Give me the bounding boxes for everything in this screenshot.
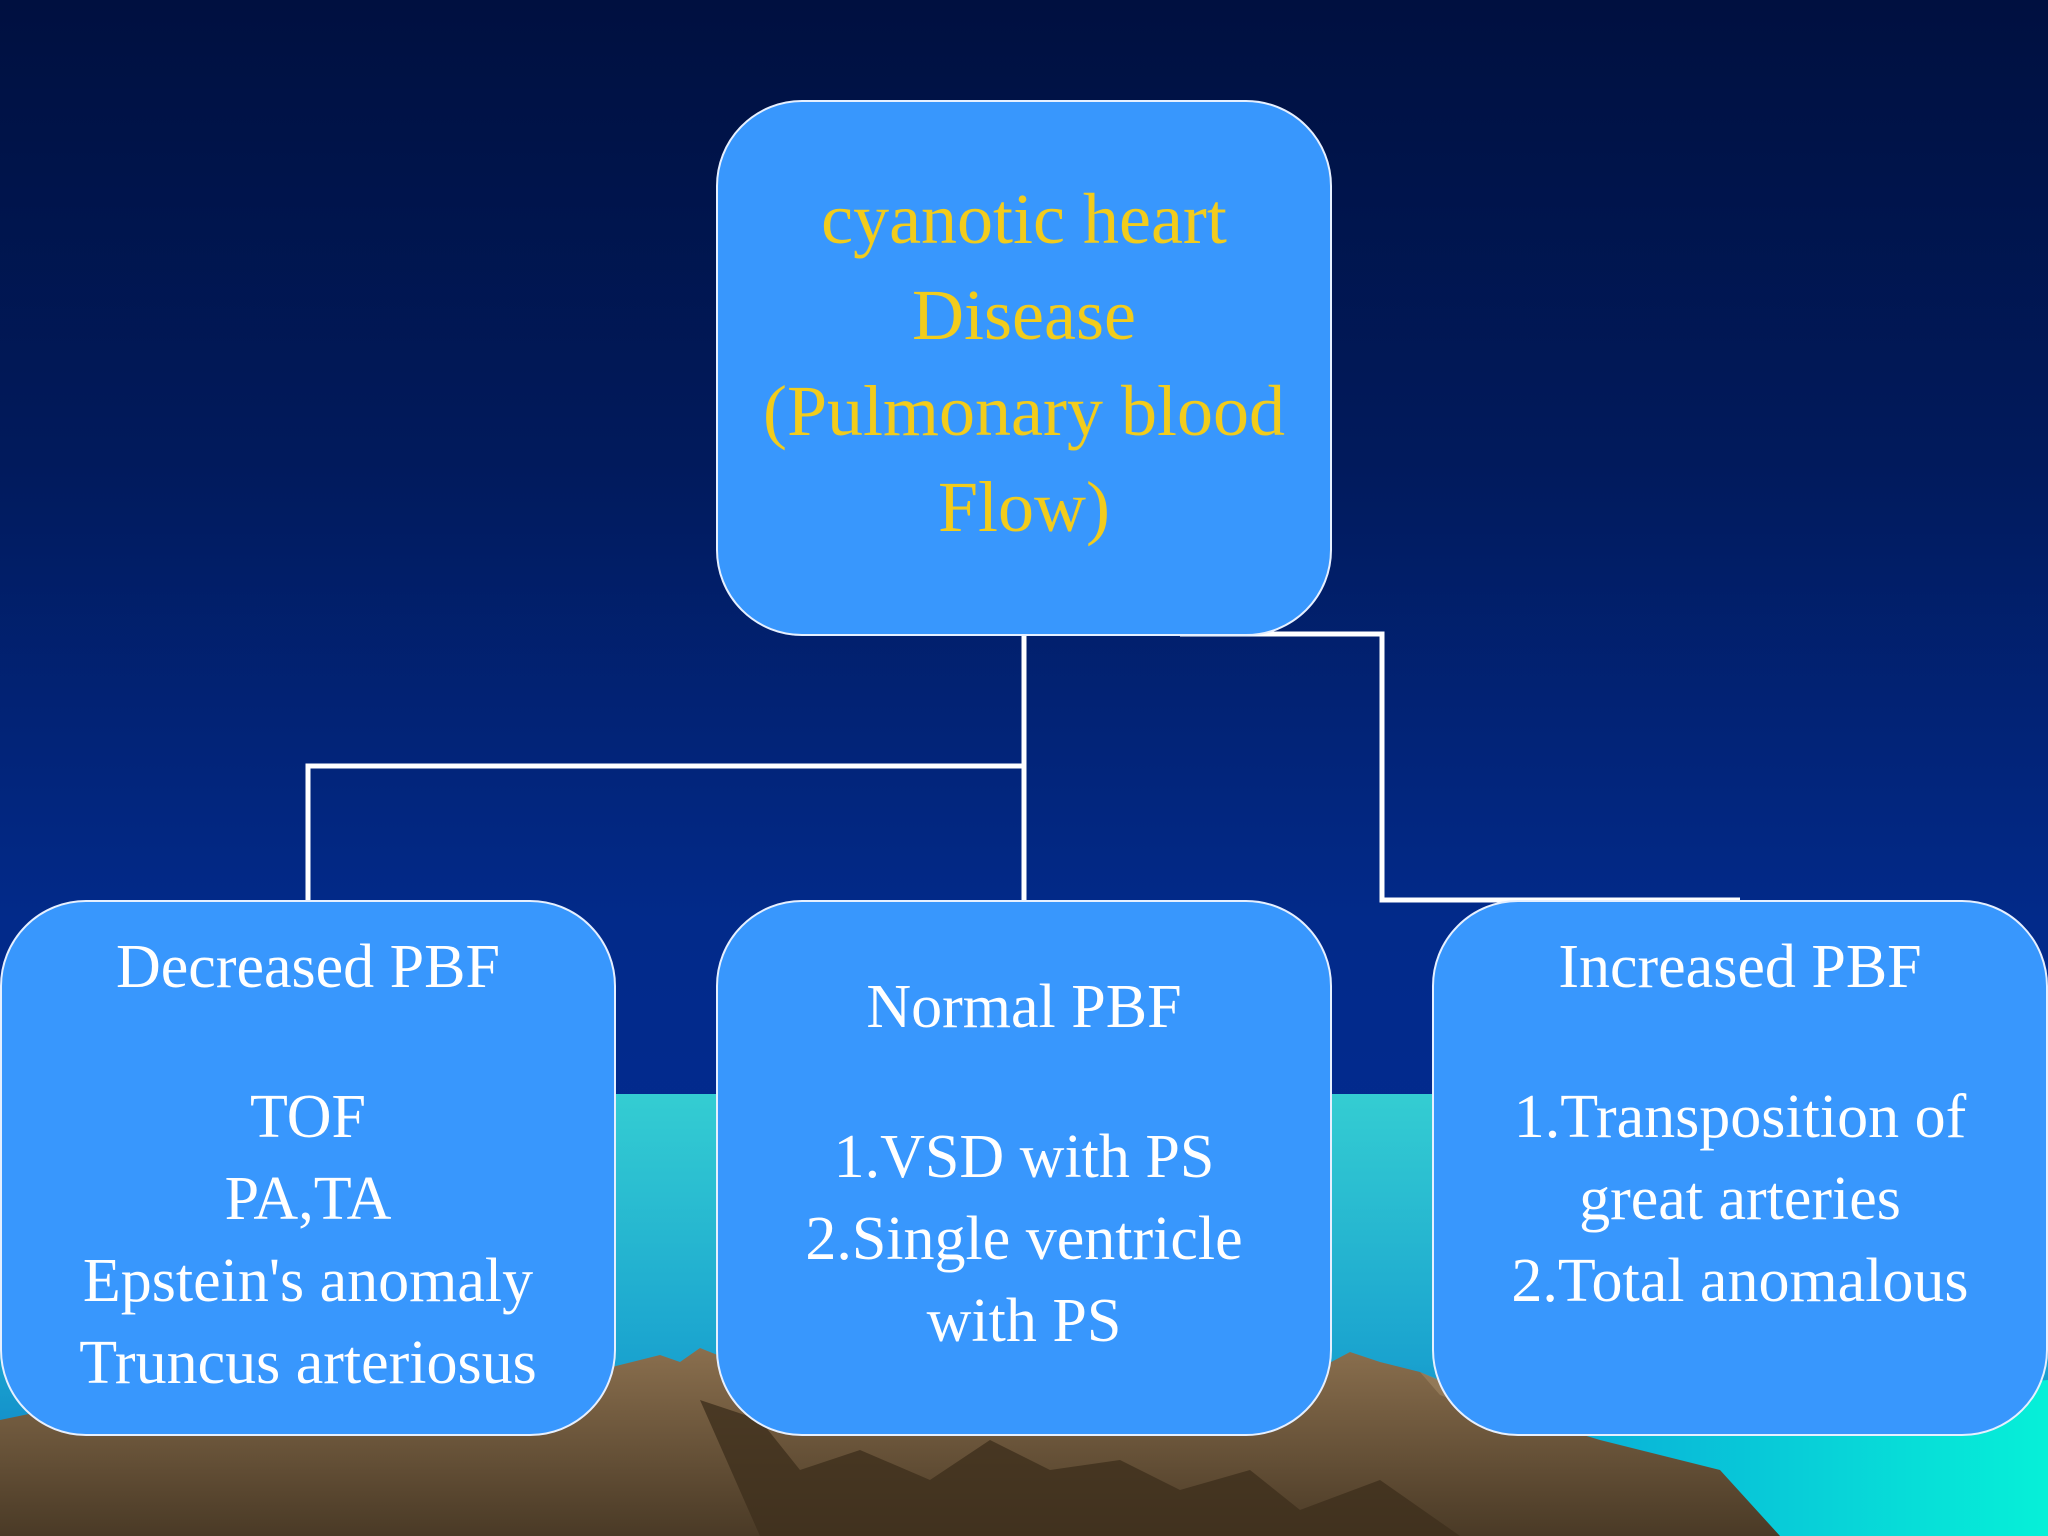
normal-item-1: 1.VSD with PS [833,1123,1215,1191]
decreased-item-1: TOF [249,1083,366,1151]
root-line-1: cyanotic heart [821,179,1227,259]
increased-item-3: 2.Total anomalous [1511,1247,1969,1315]
root-line-3: (Pulmonary blood [763,371,1285,451]
decreased-item-2: PA,TA [224,1165,392,1233]
connector-to-increased [1180,631,1740,903]
increased-item-2: great arteries [1579,1165,1901,1233]
decreased-item-3: Epstein's anomaly [82,1247,534,1315]
root-line-4: Flow) [937,467,1111,547]
decreased-pbf-node: Decreased PBF TOF PA,TA Epstein's anomal… [0,900,616,1436]
connector-lines [305,631,1740,903]
normal-pbf-node: Normal PBF 1.VSD with PS 2.Single ventri… [716,900,1332,1436]
increased-item-1: 1.Transposition of [1513,1083,1967,1151]
increased-pbf-node: Increased PBF 1.Transposition of great a… [1432,900,2048,1436]
rock-shadow [700,1400,1460,1536]
normal-pbf-title: Normal PBF [866,973,1182,1041]
root-line-2: Disease [912,275,1136,355]
increased-pbf-title: Increased PBF [1558,933,1922,1001]
root-node: cyanotic heart Disease (Pulmonary blood … [716,100,1332,636]
connector-to-decreased [305,763,1024,900]
decreased-item-4: Truncus arteriosus [79,1329,537,1397]
normal-item-2: 2.Single ventricle [805,1205,1243,1273]
decreased-pbf-title: Decreased PBF [116,933,500,1001]
normal-item-3: with PS [926,1287,1122,1355]
